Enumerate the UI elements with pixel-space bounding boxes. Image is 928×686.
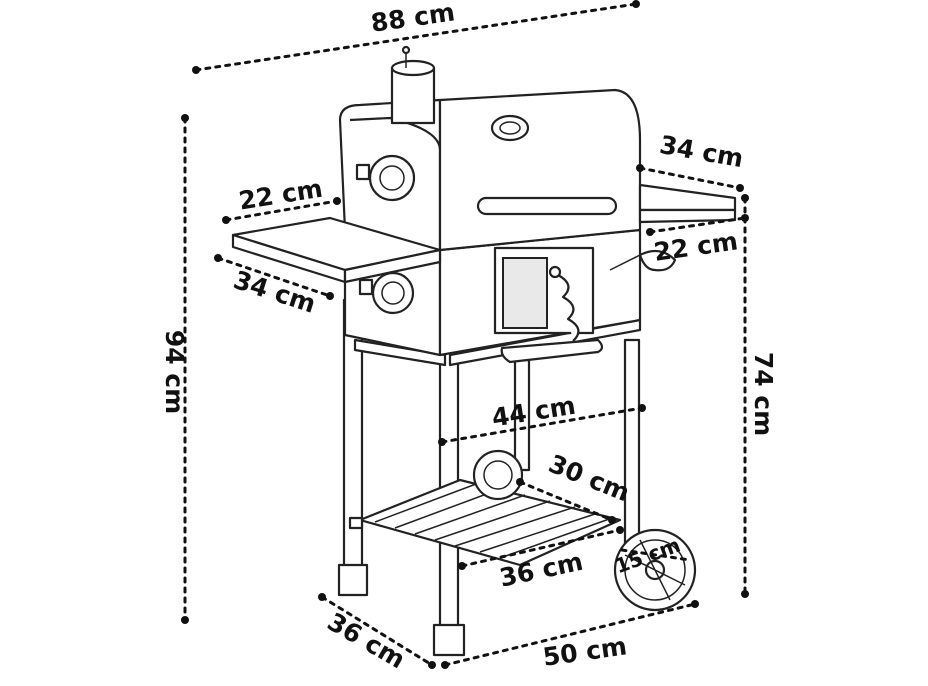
lower-shelf: [348, 478, 622, 567]
dim-line-base-width: [443, 602, 697, 667]
dim-line-right-shelf-width: [648, 216, 747, 234]
lid: [338, 88, 642, 364]
dimension-lines: [181, 0, 749, 669]
dim-line-inner-width: [440, 406, 644, 444]
front-wheel: [613, 528, 697, 612]
label-right-shelf-depth: 34 cm: [657, 130, 745, 173]
grill-illustration: [231, 45, 737, 657]
side-crank: [609, 249, 677, 272]
label-right-shelf-width: 22 cm: [652, 226, 740, 266]
dim-line-wheel: [620, 548, 692, 562]
dim-line-total-width: [194, 2, 638, 72]
label-inner-width: 44 cm: [490, 391, 578, 433]
dim-line-left-shelf-depth: [216, 256, 332, 298]
dim-line-lower-shelf-depth: [518, 480, 614, 522]
dim-line-right-shelf-depth: [638, 166, 742, 190]
dim-line-left-shelf-width: [224, 199, 339, 222]
label-left-shelf-width: 22 cm: [237, 174, 325, 216]
chimney: [390, 45, 436, 125]
back-wheel: [472, 449, 524, 501]
left-side-shelf: [231, 216, 442, 284]
dim-line-lower-shelf-width: [460, 528, 622, 568]
back-legs: [513, 338, 641, 552]
right-side-shelf: [638, 183, 737, 224]
label-left-shelf-depth: 34 cm: [230, 265, 319, 319]
label-total-height: 94 cm: [160, 330, 189, 414]
label-grill-height: 74 cm: [749, 352, 778, 436]
dim-line-base-depth: [320, 595, 434, 667]
label-base-depth: 36 cm: [322, 607, 410, 674]
crank-spring: [548, 265, 580, 342]
